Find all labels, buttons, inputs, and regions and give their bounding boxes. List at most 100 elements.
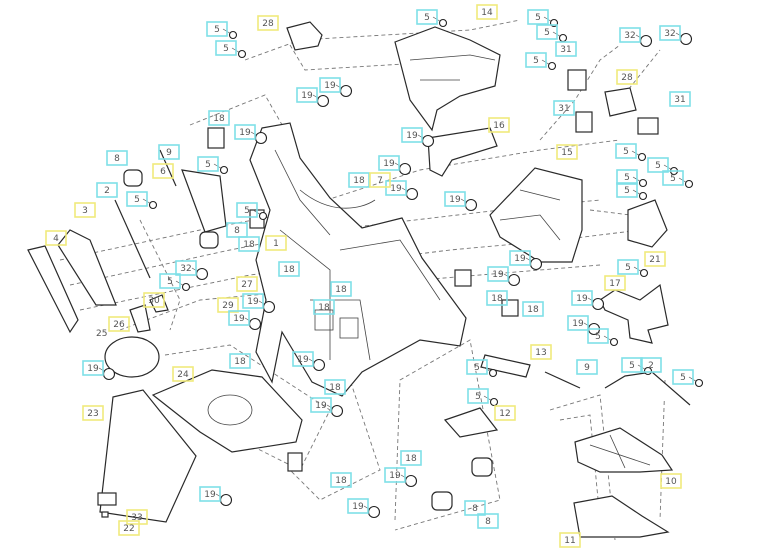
- callout-box: [319, 77, 341, 93]
- callout-box: [567, 315, 589, 331]
- callout-8: 8: [464, 500, 486, 516]
- callout-number: 19: [204, 490, 216, 500]
- callout-box: [228, 310, 250, 326]
- push-rivet-icon: [228, 30, 238, 40]
- callout-number: 21: [649, 255, 660, 265]
- callout-18: 18: [348, 172, 370, 188]
- callout-number: 18: [234, 357, 246, 367]
- callout-box: [378, 155, 400, 171]
- callout-box: [556, 144, 578, 160]
- callout-number: 5: [625, 263, 631, 273]
- parts: [27, 21, 691, 538]
- callout-number: 5: [624, 186, 630, 196]
- part-18-clip: [501, 299, 519, 317]
- callout-box: [143, 292, 165, 308]
- callout-number: 5: [214, 25, 220, 35]
- push-rivet-icon: [558, 33, 568, 43]
- callout-number: 19: [383, 159, 395, 169]
- callout-box: [464, 500, 486, 516]
- callout-5: 5: [647, 157, 669, 173]
- callout-32: 32: [659, 25, 681, 41]
- callout-box: [487, 266, 509, 282]
- callout-13: 13: [530, 344, 552, 360]
- callout-5: 5: [616, 182, 638, 198]
- part-8-bushing: [431, 491, 453, 511]
- callout-19: 19: [567, 315, 589, 331]
- callout-box: [416, 9, 438, 25]
- callout-21: 21: [644, 251, 666, 267]
- callout-19: 19: [401, 127, 423, 143]
- part-8-bushing: [123, 169, 143, 187]
- callout-18: 18: [208, 110, 230, 126]
- part-8-bushing: [199, 231, 219, 249]
- callout-31: 31: [669, 91, 691, 107]
- callout-number: 31: [674, 95, 685, 105]
- callout-18: 18: [238, 236, 260, 252]
- callout-number: 5: [544, 28, 550, 38]
- callout-19: 19: [199, 486, 221, 502]
- callout-box: [576, 359, 598, 375]
- callout-box: [555, 41, 577, 57]
- callout-number: 5: [670, 174, 676, 184]
- callout-box: [672, 369, 694, 385]
- screw-icon: [248, 317, 262, 331]
- screw-icon: [464, 198, 478, 212]
- push-rivet-icon: [219, 165, 229, 175]
- screw-icon: [262, 300, 276, 314]
- callout-box: [401, 127, 423, 143]
- push-rivet-icon: [489, 397, 499, 407]
- callout-number: 18: [243, 240, 255, 250]
- callout-box: [587, 328, 609, 344]
- callout-number: 7: [377, 176, 383, 186]
- callout-19: 19: [242, 293, 264, 309]
- push-rivet-icon: [258, 211, 268, 221]
- part-24-console: [151, 369, 303, 453]
- callout-box: [108, 316, 130, 332]
- callout-number: 19: [576, 294, 588, 304]
- push-rivet-icon: [684, 179, 694, 189]
- callout-number: 5: [205, 160, 211, 170]
- callout-8: 8: [477, 513, 499, 529]
- callout-number: 14: [481, 8, 493, 18]
- callout-18: 18: [400, 450, 422, 466]
- callout-box: [527, 9, 549, 25]
- callout-number: 5: [167, 277, 173, 287]
- callout-4: 4: [45, 230, 67, 246]
- callout-box: [242, 293, 264, 309]
- callout-box: [236, 276, 258, 292]
- callout-number: 26: [113, 320, 125, 330]
- console-opening: [207, 394, 253, 426]
- callout-box: [197, 156, 219, 172]
- callout-box: [385, 180, 407, 196]
- callout-number: 19: [352, 502, 364, 512]
- callout-number: 6: [160, 167, 166, 177]
- callout-number: 5: [680, 373, 686, 383]
- callout-8: 8: [226, 222, 248, 238]
- callout-number: 30: [148, 296, 160, 306]
- callout-2: 2: [640, 357, 662, 373]
- callout-number: 18: [335, 476, 347, 486]
- callout-box: [217, 297, 239, 313]
- callout-number: 27: [241, 280, 252, 290]
- push-rivet-icon: [609, 337, 619, 347]
- callout-box: [158, 144, 180, 160]
- callout-box: [444, 191, 466, 207]
- part-14-upper-cover: [394, 26, 501, 132]
- callout-number: 11: [564, 536, 575, 546]
- part-11-seat-cover: [573, 495, 670, 538]
- screw-icon: [219, 493, 233, 507]
- callout-number: 3: [82, 206, 88, 216]
- callout-18: 18: [324, 379, 346, 395]
- callout-box: [536, 24, 558, 40]
- callout-number: 9: [584, 363, 590, 373]
- push-rivet-icon: [547, 61, 557, 71]
- callout-box: [571, 290, 593, 306]
- part-2-strip: [114, 199, 151, 279]
- callout-18: 18: [522, 301, 544, 317]
- callout-19: 19: [571, 290, 593, 306]
- callout-15: 15: [556, 144, 578, 160]
- frame-mount-pad: [314, 309, 334, 331]
- screw-icon: [312, 358, 326, 372]
